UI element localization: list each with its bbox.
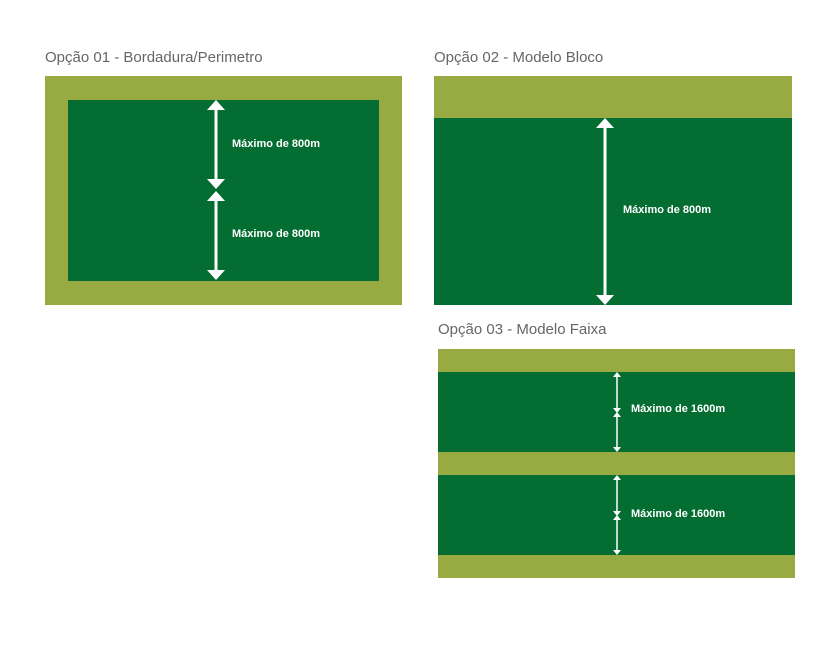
option1-label-bottom: Máximo de 800m bbox=[232, 228, 321, 240]
option3-strip-top bbox=[438, 372, 795, 452]
option3-diagram: Máximo de 1600m Máximo de 1600m bbox=[438, 349, 795, 578]
option1-inner-area bbox=[68, 100, 379, 281]
option1-diagram: Máximo de 800m Máximo de 800m bbox=[45, 76, 402, 305]
option1-title: Opção 01 - Bordadura/Perimetro bbox=[45, 49, 263, 66]
option2-title: Opção 02 - Modelo Bloco bbox=[434, 49, 604, 66]
option3-title: Opção 03 - Modelo Faixa bbox=[438, 321, 607, 338]
option2-top-border bbox=[434, 76, 792, 118]
option3-strip-bottom bbox=[438, 475, 795, 555]
option1-label-top: Máximo de 800m bbox=[232, 138, 321, 150]
option3-label-bottom: Máximo de 1600m bbox=[631, 508, 726, 520]
option3-label-top: Máximo de 1600m bbox=[631, 403, 726, 415]
option2-diagram: Máximo de 800m bbox=[434, 76, 792, 305]
option2-label: Máximo de 800m bbox=[623, 204, 712, 216]
